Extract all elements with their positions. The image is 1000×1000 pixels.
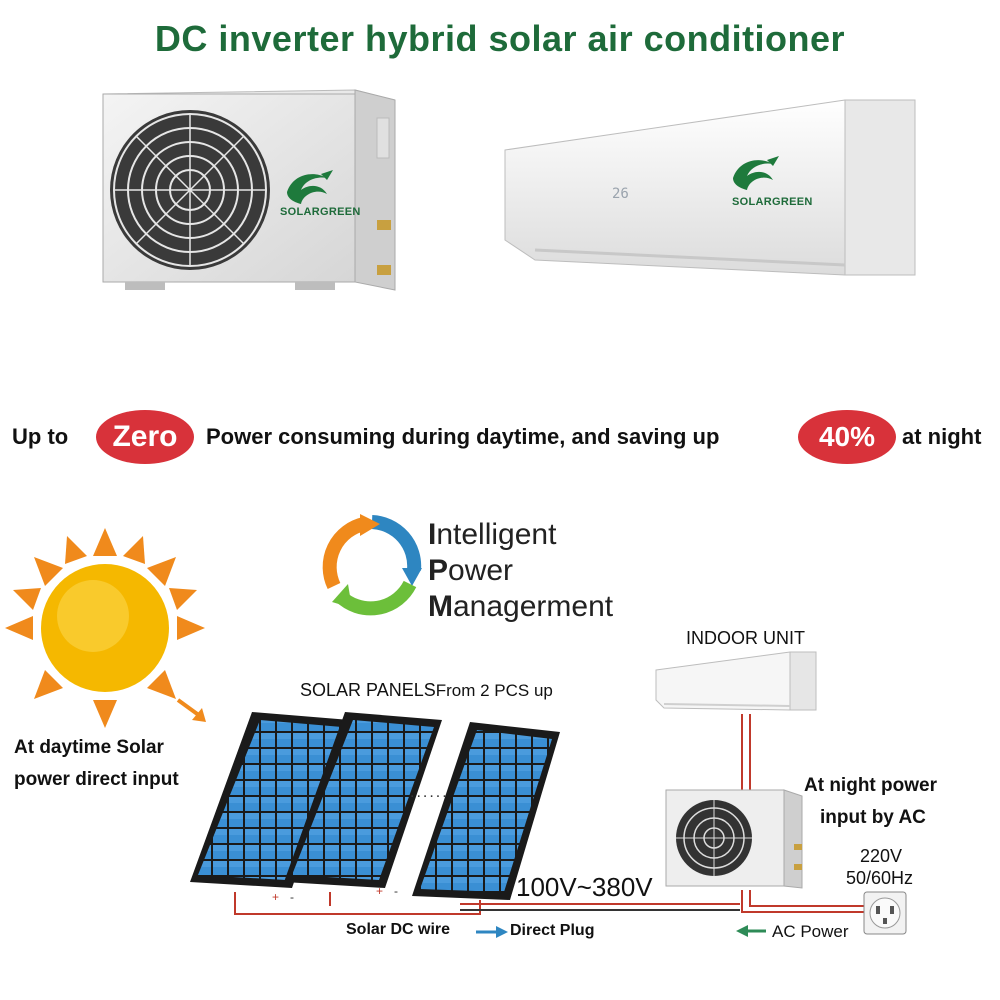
direct-plug-label: Direct Plug bbox=[510, 922, 595, 939]
daytime-label-line2: power direct input bbox=[14, 769, 179, 790]
ac-frequency-label: 50/60Hz bbox=[846, 868, 914, 888]
indoor-outdoor-wires bbox=[741, 714, 751, 794]
terminal-positive-2: + bbox=[376, 884, 384, 898]
ac-voltage-label: 220V bbox=[860, 846, 903, 866]
outdoor-unit-image bbox=[102, 89, 396, 291]
solar-panel-1 bbox=[190, 712, 350, 888]
terminal-negative-1: - bbox=[290, 890, 294, 904]
ipm-line-intelligent: Intelligent bbox=[428, 518, 557, 551]
terminal-negative-2: - bbox=[394, 884, 398, 898]
indoor-unit-label: INDOOR UNIT bbox=[686, 628, 805, 648]
indoor-unit-diagram bbox=[655, 651, 817, 711]
night-label-line1: At night power bbox=[804, 775, 937, 796]
indoor-unit-image bbox=[504, 99, 916, 276]
ipm-line-management: Managerment bbox=[428, 590, 614, 623]
page-title: DC inverter hybrid solar air conditioner bbox=[154, 18, 846, 59]
solar-panel-3 bbox=[412, 722, 560, 900]
slogan-middle: Power consuming during daytime, and savi… bbox=[206, 424, 720, 449]
cycle-arrows-icon bbox=[322, 514, 422, 616]
indoor-temperature-display: 26 bbox=[612, 186, 629, 202]
slogan-prefix: Up to bbox=[12, 424, 69, 449]
outdoor-brand-label: SOLARGREEN bbox=[280, 206, 361, 218]
panel-continuation-dots: ...... bbox=[410, 784, 449, 801]
solar-panel-2 bbox=[284, 712, 442, 888]
ipm-line-power: Power bbox=[428, 554, 514, 587]
sun-icon bbox=[5, 528, 205, 728]
night-label-line2: input by AC bbox=[820, 807, 926, 828]
solar-dc-wire-label: Solar DC wire bbox=[346, 921, 451, 938]
ac-power-label: AC Power bbox=[772, 922, 849, 941]
indoor-brand-label: SOLARGREEN bbox=[732, 196, 813, 208]
wall-outlet-icon bbox=[863, 891, 907, 935]
sun-to-panel-arrow-icon bbox=[176, 698, 206, 722]
percent-badge: 40% bbox=[798, 410, 896, 464]
ac-wiring bbox=[741, 890, 876, 913]
slogan-suffix: at night bbox=[902, 424, 982, 449]
terminal-positive-1: + bbox=[272, 890, 280, 904]
dc-voltage-label: 100V~380V bbox=[516, 872, 653, 902]
daytime-label-line1: At daytime Solar bbox=[14, 737, 164, 758]
solar-panels-diagram bbox=[190, 712, 740, 915]
solar-panels-label: SOLAR PANELSFrom 2 PCS up bbox=[300, 680, 553, 700]
zero-badge: Zero bbox=[96, 410, 194, 464]
direct-plug-arrow-icon bbox=[476, 926, 508, 938]
ac-power-arrow-icon bbox=[736, 925, 766, 937]
outdoor-unit-diagram bbox=[665, 789, 803, 889]
